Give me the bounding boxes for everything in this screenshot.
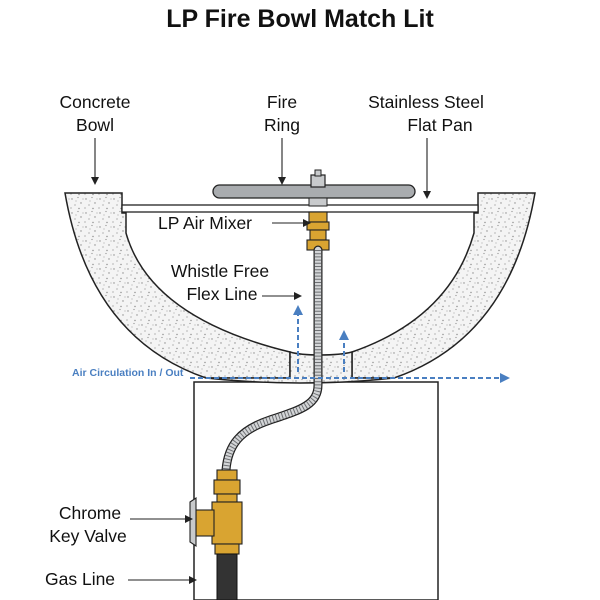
label-fire-ring-line1: Fire (267, 92, 297, 112)
label-flex-line-line2: Flex Line (186, 284, 257, 304)
ring-lower-nut (308, 197, 328, 207)
air-circulation-arrows (190, 315, 500, 379)
label-chrome-key-valve-line1: Chrome (59, 503, 121, 523)
label-concrete-bowl-line2: Bowl (76, 115, 114, 135)
label-flex-line-line1: Whistle Free (171, 261, 269, 281)
label-fire-ring-line2: Ring (264, 115, 300, 135)
label-air-circulation: Air Circulation In / Out (72, 367, 184, 379)
chrome-key-valve (189, 496, 197, 548)
lp-air-mixer (306, 211, 330, 251)
stainless-flat-pan (121, 204, 479, 213)
diagram-title: LP Fire Bowl Match Lit (166, 5, 434, 33)
ring-stud (314, 169, 322, 177)
concrete-bowl-bottom (205, 350, 395, 384)
air-arrow-heads (293, 305, 510, 383)
label-stainless-pan-line1: Stainless Steel (368, 92, 484, 112)
concrete-bowl (64, 192, 536, 379)
label-lp-air-mixer: LP Air Mixer (158, 213, 252, 233)
leader-lines (94, 138, 428, 581)
label-chrome-key-valve-line2: Key Valve (49, 526, 127, 546)
label-gas-line: Gas Line (45, 569, 115, 589)
gas-line-pipe (216, 553, 238, 600)
flex-line-ribbing (222, 250, 322, 471)
ring-center-nut (310, 174, 326, 188)
label-stainless-pan-line2: Flat Pan (407, 115, 472, 135)
brass-tee-fitting (195, 469, 243, 555)
leader-arrow-heads (91, 177, 431, 584)
label-concrete-bowl-line1: Concrete (59, 92, 130, 112)
